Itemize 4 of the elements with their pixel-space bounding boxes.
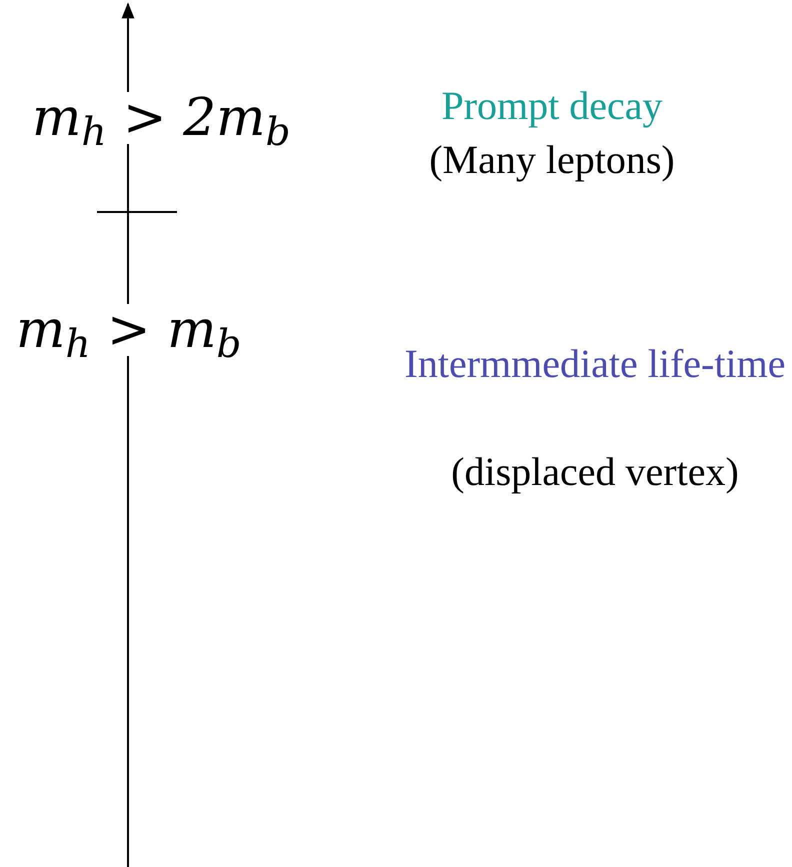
regime-label: Intermmediate life-time bbox=[404, 340, 786, 388]
regime-note: (Many leptons) bbox=[428, 136, 676, 184]
regime-label: Prompt decay bbox=[440, 82, 664, 130]
regime-note: (displaced vertex) bbox=[450, 448, 740, 496]
